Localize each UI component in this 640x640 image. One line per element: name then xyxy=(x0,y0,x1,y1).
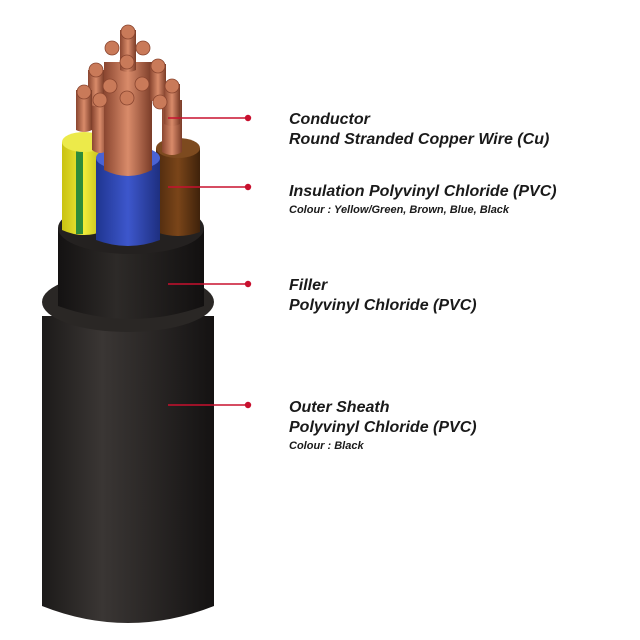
insulation-title: Insulation Polyvinyl Chloride (PVC) xyxy=(289,183,557,200)
sheath-title: Outer Sheath xyxy=(289,399,390,416)
label-outer-sheath: Outer Sheath Polyvinyl Chloride (PVC) Co… xyxy=(289,398,477,453)
pointer-conductor xyxy=(168,114,252,122)
label-conductor: Conductor Round Stranded Copper Wire (Cu… xyxy=(289,110,549,150)
copper-conductor-strands xyxy=(76,24,182,176)
conductor-title: Conductor xyxy=(289,111,370,128)
sheath-material: Polyvinyl Chloride (PVC) xyxy=(289,419,477,436)
pointer-insulation xyxy=(168,183,252,191)
pointer-filler xyxy=(168,280,252,288)
sheath-colour-note: Colour : Black xyxy=(289,440,364,452)
conductor-material: Round Stranded Copper Wire (Cu) xyxy=(289,131,550,148)
filler-material: Polyvinyl Chloride (PVC) xyxy=(289,297,477,314)
pointer-lines xyxy=(168,114,252,409)
label-filler: Filler Polyvinyl Chloride (PVC) xyxy=(289,276,477,316)
label-insulation: Insulation Polyvinyl Chloride (PVC) Colo… xyxy=(289,182,557,217)
insulation-colour-note: Colour : Yellow/Green, Brown, Blue, Blac… xyxy=(289,204,510,216)
pointer-sheath xyxy=(168,401,252,409)
outer-sheath xyxy=(42,272,214,623)
filler-title: Filler xyxy=(289,277,328,294)
